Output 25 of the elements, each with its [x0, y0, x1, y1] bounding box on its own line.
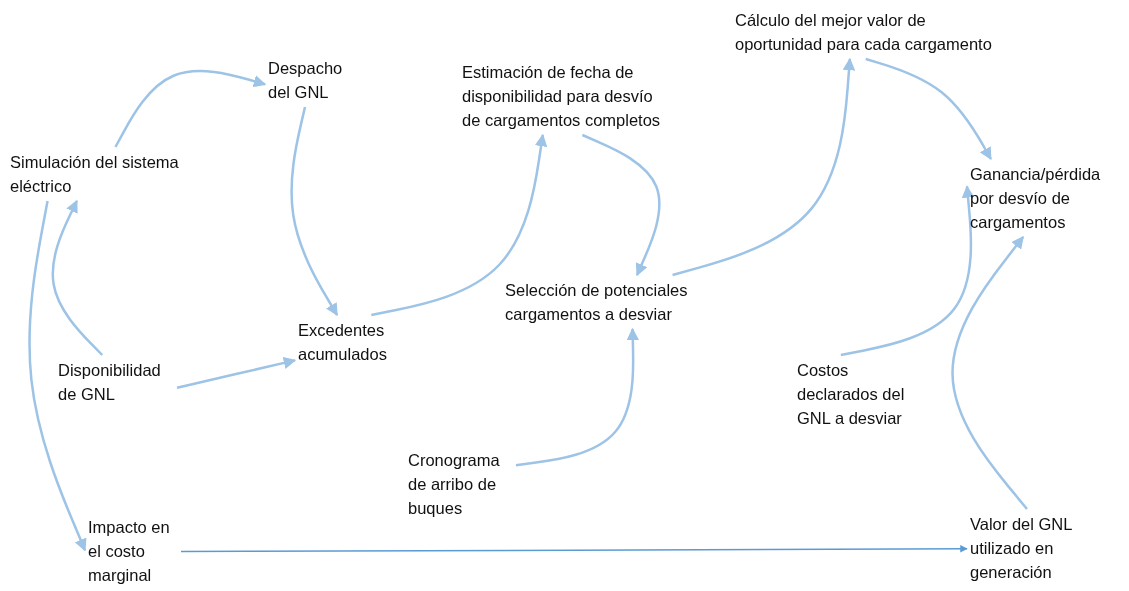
arrow	[290, 106, 339, 317]
node-label: Despacho del GNL	[268, 58, 344, 103]
node-label: Disponibilidad de GNL	[58, 360, 162, 405]
node-label: Estimación de fecha de disponibilidad para desvío de cargamentos completos	[462, 62, 662, 131]
arrow	[51, 199, 104, 356]
node-label: Impacto en el costo marginal	[88, 517, 171, 586]
node-label: Cálculo del mejor valor de oportunidad para cada cargamento	[735, 10, 993, 55]
arrow	[176, 356, 297, 390]
arrow	[672, 57, 856, 277]
node-label: Excedentes acumulados	[298, 320, 388, 365]
node-label: Simulación del sistema eléctrico	[10, 152, 180, 197]
arrow	[28, 200, 87, 552]
node-label: Ganancia/pérdida por desvío de cargamentos	[970, 164, 1100, 233]
arrow	[515, 327, 640, 467]
arrow	[865, 57, 992, 161]
arrow	[114, 69, 267, 148]
node-label: Cronograma de arribo de buques	[408, 450, 501, 519]
node-label: Selección de potenciales cargamentos a desviar	[505, 280, 689, 325]
arrow	[180, 545, 968, 553]
arrow	[951, 236, 1028, 510]
node-label: Valor del GNL utilizado en generación	[970, 514, 1073, 583]
arrow	[371, 133, 548, 317]
arrow	[581, 133, 661, 277]
node-label: Costos declarados del GNL a desviar	[797, 360, 906, 429]
arrow	[840, 185, 975, 357]
